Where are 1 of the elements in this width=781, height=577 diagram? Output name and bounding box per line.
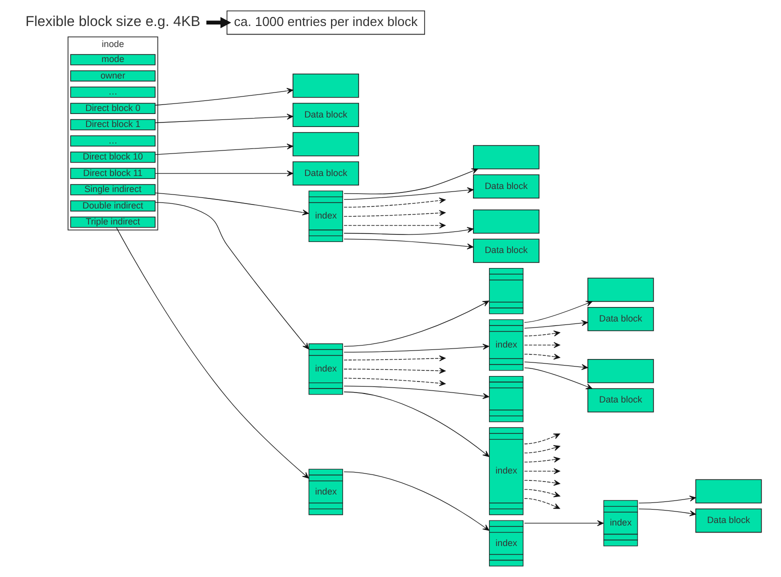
node-text: Flexible block size e.g. 4KB [25, 14, 200, 30]
